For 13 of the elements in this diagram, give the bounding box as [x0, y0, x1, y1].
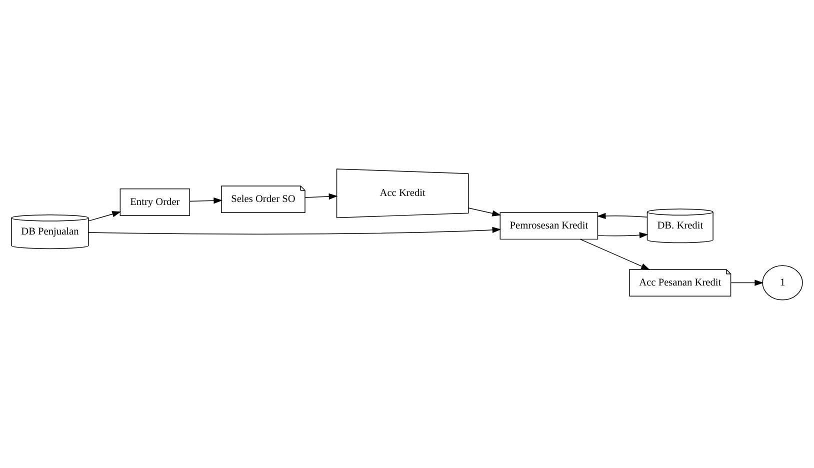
arrow [596, 212, 648, 219]
arrow [730, 279, 764, 286]
arrow [598, 232, 648, 238]
arrow [580, 238, 650, 270]
node-ellipse: 1 [762, 264, 803, 300]
arrow [88, 210, 122, 221]
arrow [189, 197, 223, 204]
node-box: Entry Order [120, 188, 190, 216]
node-box: Acc Kredit [336, 168, 469, 218]
node-box: Pemrosesan Kredit [500, 212, 598, 240]
arrow [88, 226, 502, 234]
arrow [304, 192, 338, 200]
arrow [468, 207, 502, 216]
